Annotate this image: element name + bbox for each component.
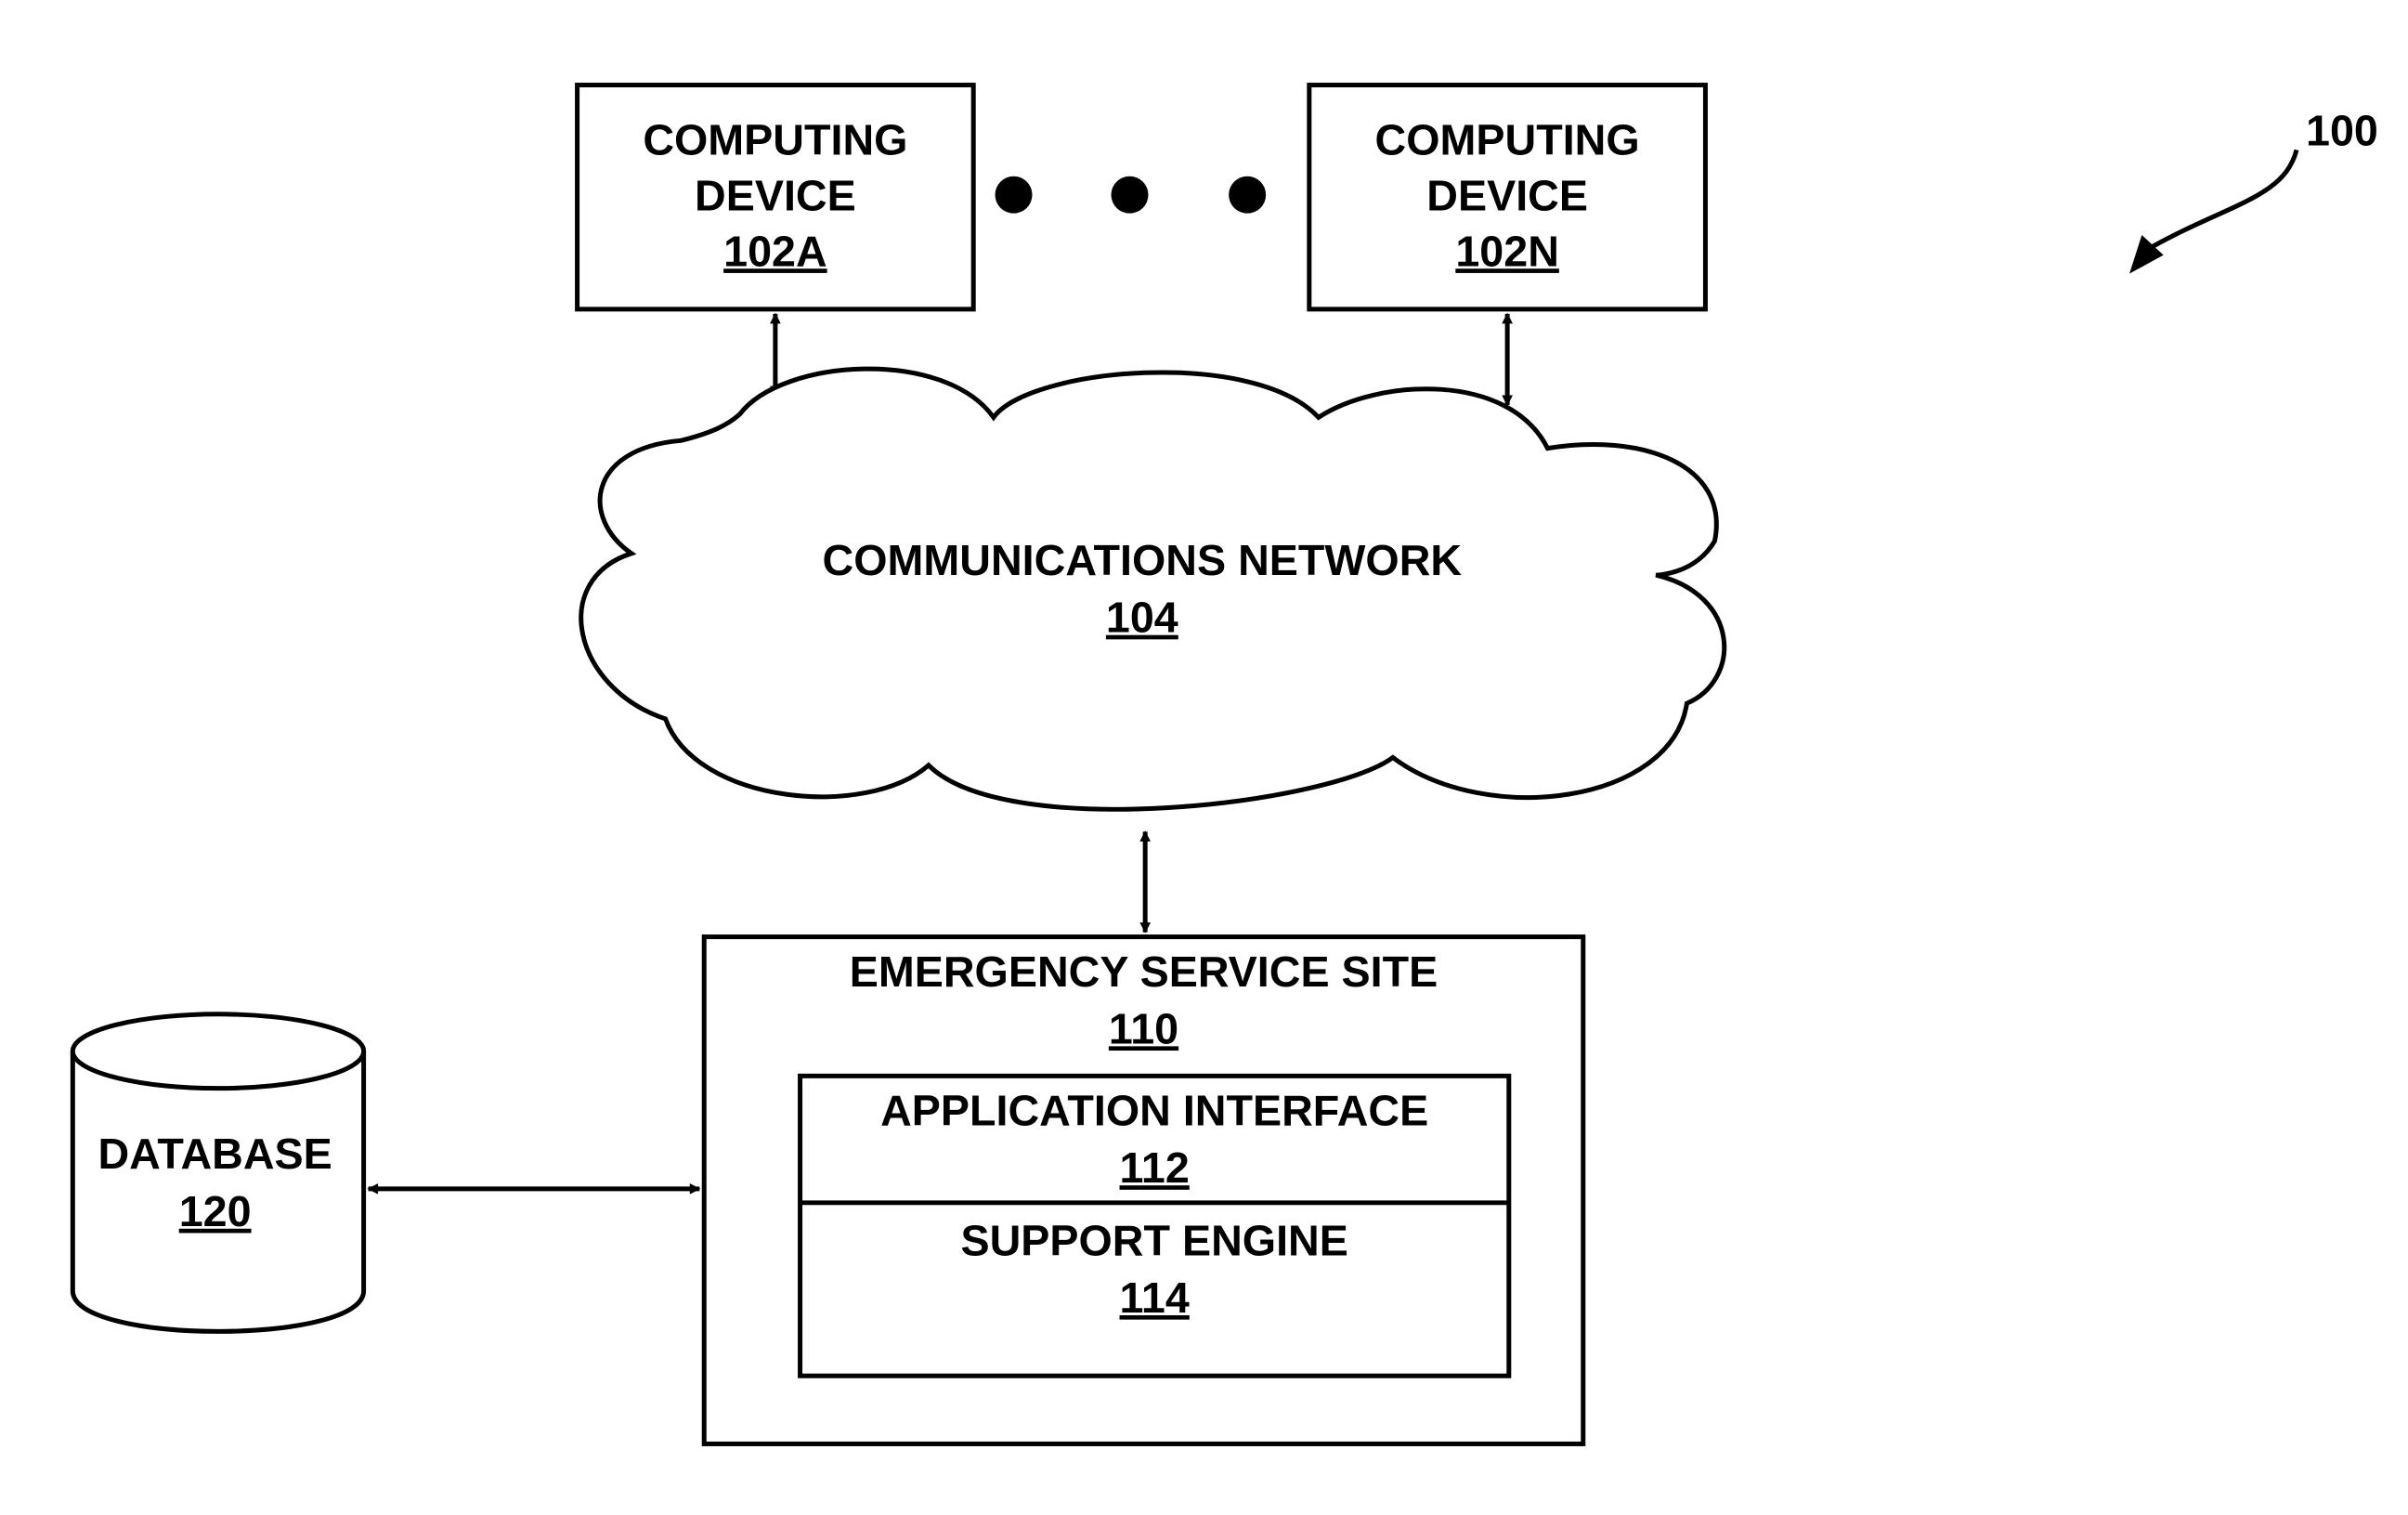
cloud-shape <box>581 369 1725 809</box>
computing-device-n-line1: COMPUTING <box>1375 115 1640 163</box>
app-interface-ref: 112 <box>1120 1143 1190 1192</box>
communications-network: COMMUNICATIONS NETWORK 104 <box>581 369 1725 809</box>
figure-ref-leader <box>2151 150 2297 247</box>
computing-device-n: COMPUTING DEVICE 102N <box>1309 85 1706 309</box>
database: DATABASE 120 <box>72 1014 363 1332</box>
support-engine-ref: 114 <box>1120 1273 1190 1322</box>
computing-device-a-ref: 102A <box>723 227 827 275</box>
app-interface-label: APPLICATION INTERFACE <box>880 1087 1428 1135</box>
computing-device-a-line2: DEVICE <box>695 171 856 219</box>
support-engine-label: SUPPORT ENGINE <box>960 1216 1347 1264</box>
database-ref: 120 <box>179 1187 252 1235</box>
network-label: COMMUNICATIONS NETWORK <box>823 536 1463 584</box>
computing-device-n-ref: 102N <box>1455 227 1559 275</box>
database-top <box>72 1014 363 1089</box>
service-site-label: EMERGENCY SERVICE SITE <box>850 947 1438 996</box>
service-site-ref: 110 <box>1109 1004 1178 1052</box>
computing-device-a: COMPUTING DEVICE 102A <box>578 85 974 309</box>
ellipsis-dot <box>996 176 1033 214</box>
figure-reference: 100 <box>2129 106 2378 273</box>
ellipsis-dot <box>1229 176 1266 214</box>
computing-device-n-line2: DEVICE <box>1426 171 1588 219</box>
figure-ref-number: 100 <box>2306 106 2378 154</box>
emergency-service-site: EMERGENCY SERVICE SITE 110 APPLICATION I… <box>704 937 1583 1444</box>
network-ref: 104 <box>1106 594 1178 642</box>
database-label: DATABASE <box>98 1130 332 1178</box>
ellipsis-dots <box>996 176 1267 214</box>
ellipsis-dot <box>1112 176 1149 214</box>
computing-device-a-line1: COMPUTING <box>643 115 907 163</box>
